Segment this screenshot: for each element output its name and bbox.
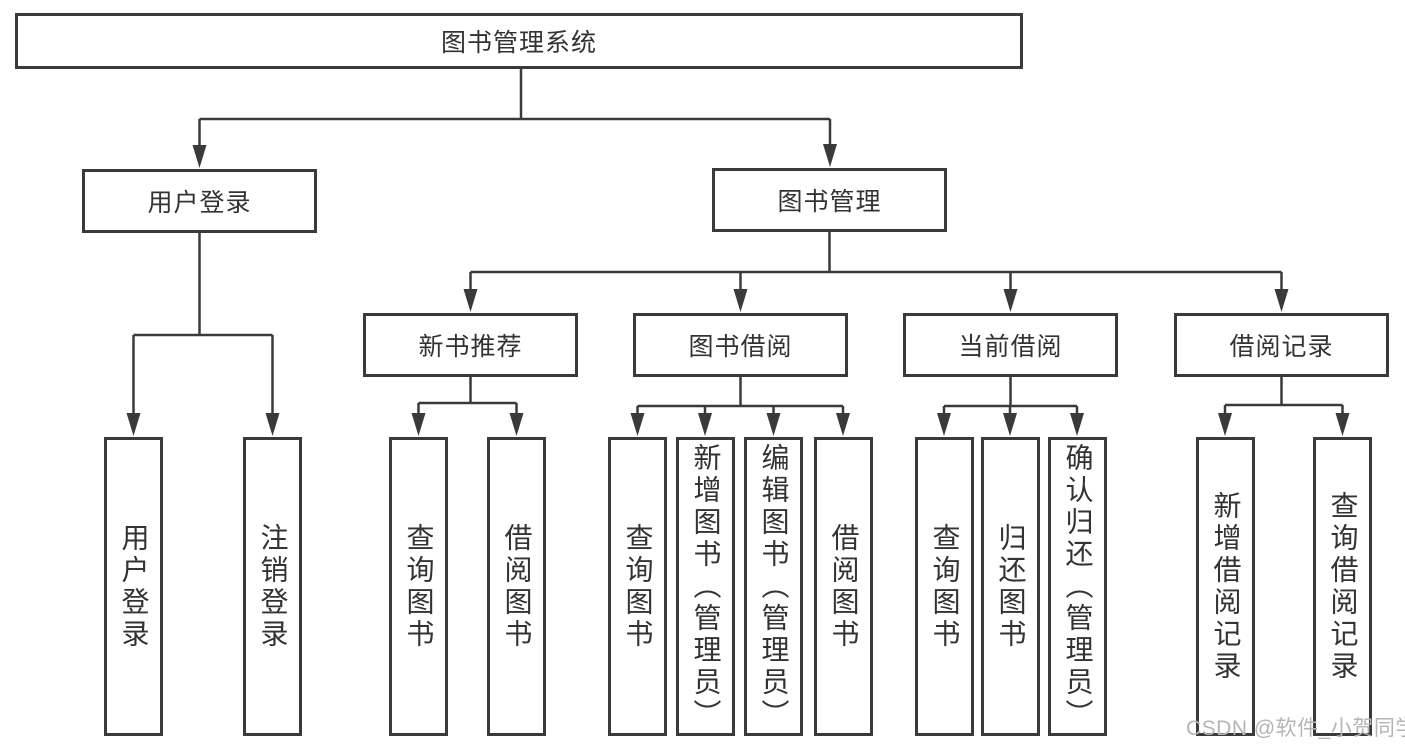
node-user-login: 用户登录 [82,169,317,233]
leaf-edit-book-admin: 编辑图书（管理员） [744,437,803,736]
leaf-logout-label: 注销登录 [257,522,289,651]
node-new-book-recommend: 新书推荐 [363,313,578,377]
leaf-query-books-3: 查询图书 [915,437,974,736]
leaf-query-books-3-label: 查询图书 [929,522,961,651]
leaf-confirm-return-admin-label: 确认归还（管理员） [1062,442,1094,731]
leaf-query-books-1: 查询图书 [389,437,448,736]
leaf-borrow-books-2: 借阅图书 [814,437,873,736]
leaf-borrow-books-1: 借阅图书 [487,437,546,736]
leaf-add-book-admin-label: 新增图书（管理员） [690,442,722,731]
node-current-borrowing: 当前借阅 [903,313,1118,377]
leaf-add-borrow-record-label: 新增借阅记录 [1210,490,1242,683]
node-book-borrowing: 图书借阅 [633,313,848,377]
leaf-borrow-books-2-label: 借阅图书 [828,522,860,651]
leaf-user-login-label: 用户登录 [118,522,150,651]
leaf-return-book-label: 归还图书 [995,522,1027,651]
node-book-management: 图书管理 [712,168,947,232]
leaf-query-borrow-record: 查询借阅记录 [1313,437,1372,736]
leaf-add-borrow-record: 新增借阅记录 [1196,437,1255,736]
leaf-query-books-1-label: 查询图书 [403,522,435,651]
node-root-system: 图书管理系统 [15,13,1023,69]
leaf-user-login: 用户登录 [104,437,163,736]
csdn-watermark: CSDN @软件_小贺同学 [1186,717,1405,740]
leaf-add-book-admin: 新增图书（管理员） [676,437,735,736]
leaf-return-book: 归还图书 [981,437,1040,736]
leaf-logout: 注销登录 [243,437,302,736]
leaf-edit-book-admin-label: 编辑图书（管理员） [758,442,790,731]
leaf-query-books-2: 查询图书 [608,437,667,736]
leaf-confirm-return-admin: 确认归还（管理员） [1048,437,1107,736]
node-borrowing-records: 借阅记录 [1174,313,1389,377]
leaf-query-borrow-record-label: 查询借阅记录 [1327,490,1359,683]
leaf-query-books-2-label: 查询图书 [622,522,654,651]
leaf-borrow-books-1-label: 借阅图书 [501,522,533,651]
